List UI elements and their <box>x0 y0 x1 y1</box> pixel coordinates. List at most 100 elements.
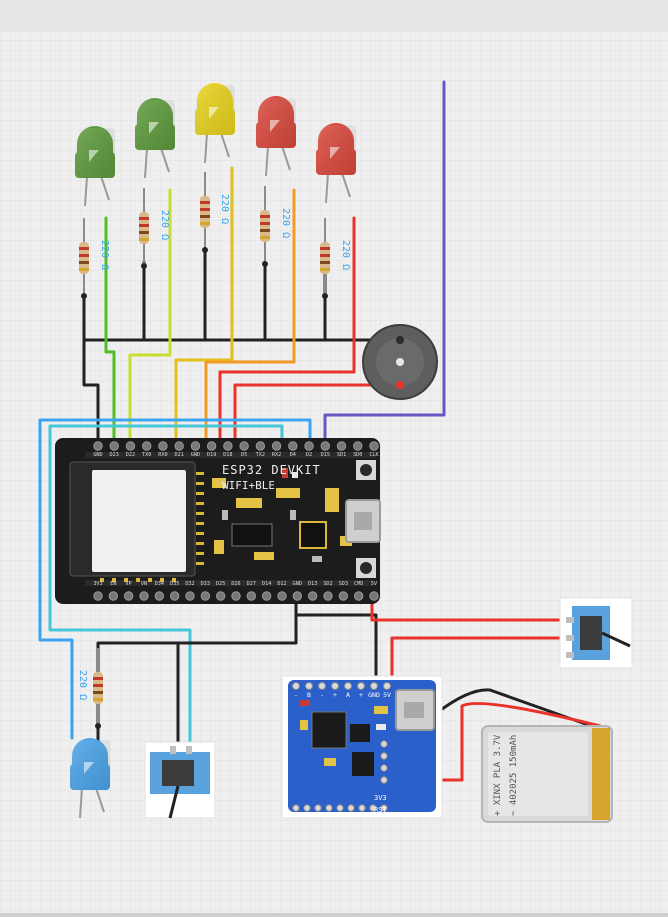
boot-button[interactable] <box>356 460 376 480</box>
esp-bottom-pin-3[interactable] <box>139 591 149 601</box>
esp-bottom-pin-9[interactable] <box>231 591 241 601</box>
esp-bottom-pin-0[interactable] <box>93 591 103 601</box>
charger-pin-3[interactable] <box>331 682 339 690</box>
esp-bottom-pin-label-7: D33 <box>201 581 210 587</box>
esp-bottom-pin-15[interactable] <box>323 591 333 601</box>
slide-switch-power[interactable] <box>559 597 633 669</box>
lipo-battery[interactable]: ~ 402025 150mAh + XINX PLA 3.7V <box>481 725 613 823</box>
wire-red-5v <box>370 596 574 622</box>
esp-bottom-pin-8[interactable] <box>215 591 226 601</box>
esp-top-pin-16[interactable] <box>353 441 363 451</box>
charger-bottom-pin-0[interactable] <box>292 804 300 812</box>
esp-top-pin-14[interactable] <box>320 441 330 451</box>
en-button[interactable] <box>356 558 376 578</box>
led-green-2[interactable] <box>135 98 175 179</box>
esp-top-pin-15[interactable] <box>336 441 347 451</box>
charger-pin-2[interactable] <box>318 682 326 690</box>
esp-bottom-pin-12[interactable] <box>277 591 287 601</box>
wire-blue <box>38 418 312 740</box>
esp-top-pin-label-9: D5 <box>241 452 247 458</box>
resistor-3[interactable]: 220 Ω <box>200 172 230 253</box>
esp-top-pin-3[interactable] <box>142 441 152 451</box>
esp-bottom-pin-10[interactable] <box>246 591 257 601</box>
esp-top-pin-2[interactable] <box>125 441 136 451</box>
wroom-shield <box>92 470 186 572</box>
charger-pin-5[interactable] <box>357 682 365 690</box>
charger-pin-6[interactable] <box>370 682 378 690</box>
esp-bottom-pin-11[interactable] <box>261 591 272 601</box>
charger-bottom-pin-6[interactable] <box>358 804 366 812</box>
led-red-2[interactable] <box>316 123 356 204</box>
resistor-6[interactable]: 220 Ω <box>77 648 103 729</box>
charger-pin-1[interactable] <box>305 682 313 690</box>
wire-orange <box>204 188 296 446</box>
esp-bottom-pin-label-14: D13 <box>308 581 317 587</box>
esp-bottom-pin-1[interactable] <box>108 591 119 601</box>
esp-top-pin-0[interactable] <box>93 441 103 451</box>
esp-bottom-pin-label-3: VN <box>141 581 147 587</box>
esp-bottom-pin-14[interactable] <box>307 591 318 601</box>
charger-pin-label-1: B <box>307 691 311 699</box>
wire-red-switch <box>390 636 574 690</box>
esp-top-pin-7[interactable] <box>206 441 217 451</box>
charger-bottom-pin-1[interactable] <box>303 804 311 812</box>
buzzer[interactable] <box>362 324 438 400</box>
charger-pin-label-4: A <box>346 691 350 699</box>
led-blue[interactable] <box>70 738 110 819</box>
charger-side-pin-0[interactable] <box>380 740 388 748</box>
esp-top-pin-1[interactable] <box>109 441 119 451</box>
esp-top-pin-label-10: TX2 <box>256 452 265 458</box>
slide-switch-led[interactable] <box>144 741 216 819</box>
esp-bottom-pin-17[interactable] <box>353 591 364 601</box>
led-red-1[interactable] <box>256 96 296 177</box>
esp-top-pin-11[interactable] <box>271 441 282 451</box>
esp-bottom-pin-4[interactable] <box>154 591 165 601</box>
charger-pin-4[interactable] <box>344 682 352 690</box>
esp-top-pin-label-13: D2 <box>306 452 312 458</box>
charger-bottom-pin-4[interactable] <box>336 804 344 812</box>
charger-bottom-pin-8[interactable] <box>380 804 388 812</box>
resistor-1[interactable]: 220 Ω <box>79 218 110 299</box>
esp-bottom-pin-label-12: D12 <box>277 581 286 587</box>
esp-top-pin-label-1: D23 <box>110 452 119 458</box>
resistor-5[interactable]: 220 Ω <box>320 218 351 299</box>
resistor-2[interactable]: 220 Ω <box>139 188 170 269</box>
charger-side-pin-2[interactable] <box>380 764 388 772</box>
esp-top-pin-8[interactable] <box>223 441 233 451</box>
esp-top-pin-label-7: D19 <box>207 452 216 458</box>
esp-bottom-pin-label-8: D25 <box>216 581 225 587</box>
esp-top-pin-17[interactable] <box>369 441 379 451</box>
esp-top-pin-13[interactable] <box>304 441 314 451</box>
esp-bottom-pin-label-9: D26 <box>231 581 240 587</box>
esp-bottom-pin-16[interactable] <box>338 591 349 601</box>
esp-top-pin-10[interactable] <box>255 441 266 451</box>
charger-side-pin-1[interactable] <box>380 752 388 760</box>
esp-bottom-pin-13[interactable] <box>292 591 303 601</box>
esp-bottom-pin-2[interactable] <box>123 591 134 601</box>
charger-pin-0[interactable] <box>292 682 300 690</box>
esp-top-pin-12[interactable] <box>288 441 298 451</box>
esp-top-pin-9[interactable] <box>239 441 249 451</box>
esp-bottom-pin-7[interactable] <box>200 591 211 601</box>
esp-top-pin-4[interactable] <box>158 441 168 451</box>
resistor-1-label: 220 Ω <box>99 240 110 270</box>
charger-bottom-pin-7[interactable] <box>369 804 377 812</box>
esp-bottom-pin-5[interactable] <box>169 591 180 601</box>
led-yellow[interactable] <box>195 83 235 164</box>
charger-bottom-pin-5[interactable] <box>347 804 355 812</box>
charger-pin-7[interactable] <box>383 682 391 690</box>
charger-pin-rst: RST <box>374 806 387 814</box>
charger-bottom-pin-2[interactable] <box>314 804 322 812</box>
esp-top-pin-5[interactable] <box>174 441 184 451</box>
usb-uart-chip <box>299 521 327 549</box>
charger-bottom-pin-3[interactable] <box>325 804 333 812</box>
wire-gnd-bus <box>82 248 402 446</box>
esp-top-pin-6[interactable] <box>190 441 201 451</box>
charger-side-pin-3[interactable] <box>380 776 388 784</box>
led-green-1[interactable] <box>75 126 115 207</box>
esp-bottom-pin-6[interactable] <box>185 591 195 601</box>
resistor-4[interactable]: 220 Ω <box>260 186 291 267</box>
esp-bottom-pin-18[interactable] <box>369 591 379 601</box>
